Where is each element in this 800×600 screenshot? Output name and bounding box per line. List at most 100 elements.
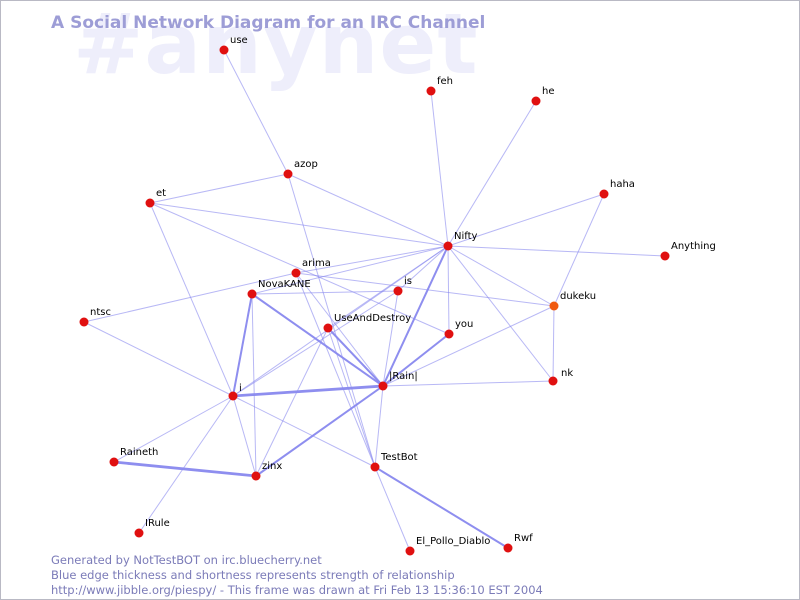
node-azop[interactable]: azop	[283, 159, 318, 179]
edge-UseAndDestroy-TestBot	[327, 327, 376, 468]
node-dukeku[interactable]: dukeku	[549, 291, 597, 311]
node-dot	[549, 301, 559, 311]
node-label: he	[542, 86, 555, 97]
edge-arima-dukeku	[295, 272, 555, 307]
node-TestBot[interactable]: TestBot	[370, 452, 418, 472]
node-label: azop	[294, 159, 318, 170]
node-label: you	[455, 319, 473, 330]
node-dot	[660, 251, 670, 261]
node-dot	[247, 289, 257, 299]
node-dot	[405, 546, 415, 556]
node-IRule[interactable]: IRule	[134, 518, 170, 538]
node-label: Raineth	[120, 447, 158, 458]
node-ntsc[interactable]: ntsc	[79, 307, 111, 327]
node-i[interactable]: i	[228, 383, 242, 401]
edge-ntsc-i	[83, 321, 234, 397]
node-use[interactable]: use	[219, 35, 248, 55]
edge-Nifty-arima	[295, 245, 449, 274]
node-dot	[109, 457, 119, 467]
edge-i-Raineth	[113, 395, 234, 463]
edge-is-Rain	[382, 290, 399, 387]
node-dot	[393, 286, 403, 296]
node-label: NovaKANE	[258, 279, 311, 290]
node-dot	[291, 268, 301, 278]
node-label: nk	[561, 368, 573, 379]
edge-Nifty-NovaKANE	[251, 245, 449, 295]
node-label: Nifty	[454, 231, 478, 242]
edge-NovaKANE-zinx	[251, 293, 257, 477]
footer-url-line: http://www.jibble.org/piespy/ - This fra…	[51, 583, 543, 597]
node-dot	[251, 471, 261, 481]
edge-feh-Nifty	[430, 90, 449, 247]
node-El_Pollo_Diablo[interactable]: El_Pollo_Diablo	[405, 536, 491, 556]
node-arima[interactable]: arima	[291, 258, 331, 278]
node-he[interactable]: he	[531, 86, 555, 106]
node-dot	[548, 376, 558, 386]
node-label: |Rain|	[389, 371, 418, 382]
edge-NovaKANE-i	[232, 293, 253, 397]
edge-i-IRule	[138, 395, 234, 534]
edge-Rain-zinx	[255, 385, 384, 477]
node-dot	[426, 86, 436, 96]
node-dot	[145, 198, 155, 208]
node-haha[interactable]: haha	[599, 179, 635, 199]
edge-is-i	[232, 290, 399, 397]
node-Raineth[interactable]: Raineth	[109, 447, 159, 467]
node-dot	[134, 528, 144, 538]
node-et[interactable]: et	[145, 188, 167, 208]
node-you[interactable]: you	[444, 319, 474, 339]
edge-i-TestBot	[232, 395, 376, 468]
node-dot	[443, 241, 453, 251]
edge-azop-TestBot	[287, 173, 376, 468]
node-label: Rwf	[514, 533, 533, 544]
node-dot	[503, 543, 513, 553]
edge-TestBot-Rwf	[374, 466, 509, 549]
edge-arima-Rain	[295, 272, 384, 387]
footer-legend-line: Blue edge thickness and shortness repres…	[51, 568, 455, 582]
edge-you-Rain	[382, 333, 450, 387]
node-Anything[interactable]: Anything	[660, 241, 716, 261]
node-dot	[79, 317, 89, 327]
node-feh[interactable]: feh	[426, 76, 454, 96]
node-Rwf[interactable]: Rwf	[503, 533, 534, 553]
node-label: zinx	[262, 461, 282, 472]
edge-TestBot-El_Pollo_Diablo	[374, 466, 411, 552]
edge-haha-dukeku	[553, 193, 605, 307]
footer-generated-line: Generated by NotTestBOT on irc.bluecherr…	[51, 553, 322, 567]
node-dot	[531, 96, 541, 106]
edge-Nifty-you	[447, 245, 450, 335]
node-label: ntsc	[90, 307, 111, 318]
edge-Nifty-i	[232, 245, 449, 397]
node-label: et	[156, 188, 166, 199]
diagram-title: A Social Network Diagram for an IRC Chan…	[51, 13, 486, 33]
edge-use-azop	[223, 49, 289, 175]
edge-NovaKANE-is	[251, 290, 399, 295]
edge-azop-Nifty	[287, 173, 449, 247]
node-Rain[interactable]: |Rain|	[378, 371, 418, 391]
edge-et-you	[149, 202, 450, 335]
edge-Rain-i	[232, 384, 384, 398]
edge-UseAndDestroy-Rain	[327, 327, 384, 387]
node-label: feh	[437, 76, 453, 87]
node-label: is	[404, 276, 412, 287]
edge-UseAndDestroy-zinx	[255, 327, 329, 477]
node-zinx[interactable]: zinx	[251, 461, 283, 481]
node-UseAndDestroy[interactable]: UseAndDestroy	[323, 313, 412, 333]
node-NovaKANE[interactable]: NovaKANE	[247, 279, 311, 299]
node-Nifty[interactable]: Nifty	[443, 231, 478, 251]
edge-NovaKANE-Rain	[251, 293, 384, 387]
edge-i-zinx	[232, 395, 257, 477]
node-label: IRule	[145, 518, 170, 529]
node-is[interactable]: is	[393, 276, 413, 296]
node-label: haha	[610, 179, 635, 190]
node-nk[interactable]: nk	[548, 368, 574, 386]
edge-azop-et	[149, 173, 289, 204]
edge-dukeku-Rain	[382, 305, 555, 387]
node-dot	[599, 189, 609, 199]
node-label: Anything	[671, 241, 716, 252]
node-dot	[219, 45, 229, 55]
node-dot	[370, 462, 380, 472]
node-dot	[228, 391, 238, 401]
